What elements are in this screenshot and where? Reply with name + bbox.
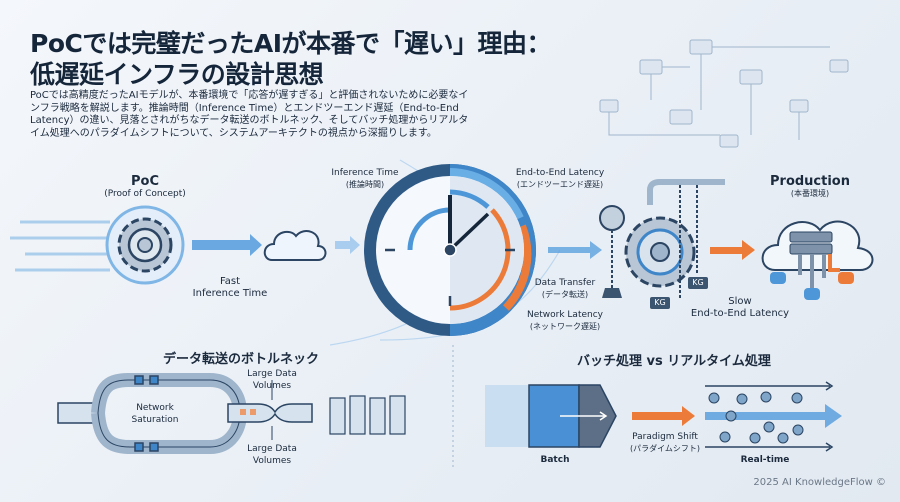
e2e-label: End-to-End Latency	[515, 168, 605, 178]
fast-arrow	[192, 234, 262, 256]
production-cloud-icon	[761, 220, 874, 300]
batch-label: Batch	[540, 455, 570, 465]
e2e-latency-label: End-to-End Latency (エンドツーエンド遅延)	[505, 167, 615, 191]
large-data-bottom-label: Large Data Volumes	[237, 443, 307, 467]
heavy-gear-icon	[599, 179, 725, 300]
title-line-1: PoCでは完璧だったAIが本番で「遅い」理由：	[30, 29, 552, 58]
e2e-sub: (エンドツーエンド遅延)	[516, 180, 604, 189]
weight-kg-1: KG	[650, 297, 670, 309]
large-bottom-1: Large Data	[247, 444, 297, 454]
production-label: Production (本番環境)	[760, 174, 860, 200]
caption-line-1: Fast	[219, 276, 241, 287]
weight-kg-2: KG	[688, 277, 708, 289]
bottleneck-title: データ転送のボトルネック	[163, 352, 320, 367]
page-title: PoCでは完璧だったAIが本番で「遅い」理由： 低遅延インフラの設計思想	[30, 28, 552, 90]
realtime-label: Real-time	[740, 455, 790, 465]
fast-inference-caption: Fast Inference Time	[180, 276, 280, 300]
poc-label: PoC (Proof of Concept)	[95, 174, 195, 200]
network-latency-sub: (ネットワーク遅延)	[529, 322, 601, 331]
large-top-1: Large Data	[247, 369, 297, 379]
network-latency-label: Network Latency (ネットワーク遅延)	[515, 309, 615, 333]
clock-icon	[364, 164, 536, 336]
slow-line-1: Slow	[728, 296, 752, 307]
processing-title: バッチ処理 vs リアルタイム処理	[577, 354, 771, 369]
poc-title: PoC	[131, 174, 159, 189]
poc-subtitle: (Proof of Concept)	[104, 189, 186, 199]
caption-line-2: Inference Time	[192, 288, 268, 299]
shift-text: Paradigm Shift	[632, 432, 698, 442]
batch-block-icon	[485, 384, 617, 448]
production-title: Production	[770, 174, 850, 189]
large-top-2: Volumes	[252, 381, 292, 391]
network-latency-text: Network Latency	[526, 310, 603, 320]
dashed-arrow-to-gear	[548, 241, 602, 259]
data-transfer-sub: (データ転送)	[541, 290, 589, 299]
arrow-to-clock	[335, 236, 360, 254]
inference-time-label: Inference Time (推論時間)	[320, 167, 410, 191]
document-stack-icons	[329, 395, 406, 435]
page-description: PoCでは高精度だったAIモデルが、本番環境で「応答が遅すぎる」と評価されないた…	[30, 90, 469, 139]
slow-latency-caption: Slow End-to-End Latency	[680, 296, 800, 320]
saturation-line-1: Network	[136, 403, 174, 413]
large-bottom-2: Volumes	[252, 456, 292, 466]
shift-sub: (パラダイムシフト)	[629, 444, 701, 453]
data-transfer-text: Data Transfer	[534, 278, 596, 288]
copyright: 2025 AI KnowledgeFlow ©	[753, 477, 886, 488]
network-diagram-icon	[599, 39, 849, 148]
saturation-line-2: Saturation	[131, 415, 179, 425]
cloud-icon	[263, 230, 327, 261]
slow-line-2: End-to-End Latency	[690, 308, 790, 319]
poc-gear-icon	[10, 205, 185, 285]
slow-arrow	[710, 240, 755, 260]
paradigm-shift-label: Paradigm Shift (パラダイムシフト)	[620, 431, 710, 455]
inference-label: Inference Time	[331, 168, 399, 178]
network-saturation-label: Network Saturation	[130, 402, 180, 426]
inference-sub: (推論時間)	[345, 180, 385, 189]
realtime-streams-icon	[705, 381, 842, 452]
title-line-2: 低遅延インフラの設計思想	[30, 60, 324, 89]
paradigm-shift-arrow	[632, 406, 695, 426]
data-transfer-label: Data Transfer (データ転送)	[525, 277, 605, 301]
large-data-top-label: Large Data Volumes	[237, 368, 307, 392]
pipe-bottleneck-icon	[57, 373, 313, 454]
production-subtitle: (本番環境)	[790, 189, 830, 198]
